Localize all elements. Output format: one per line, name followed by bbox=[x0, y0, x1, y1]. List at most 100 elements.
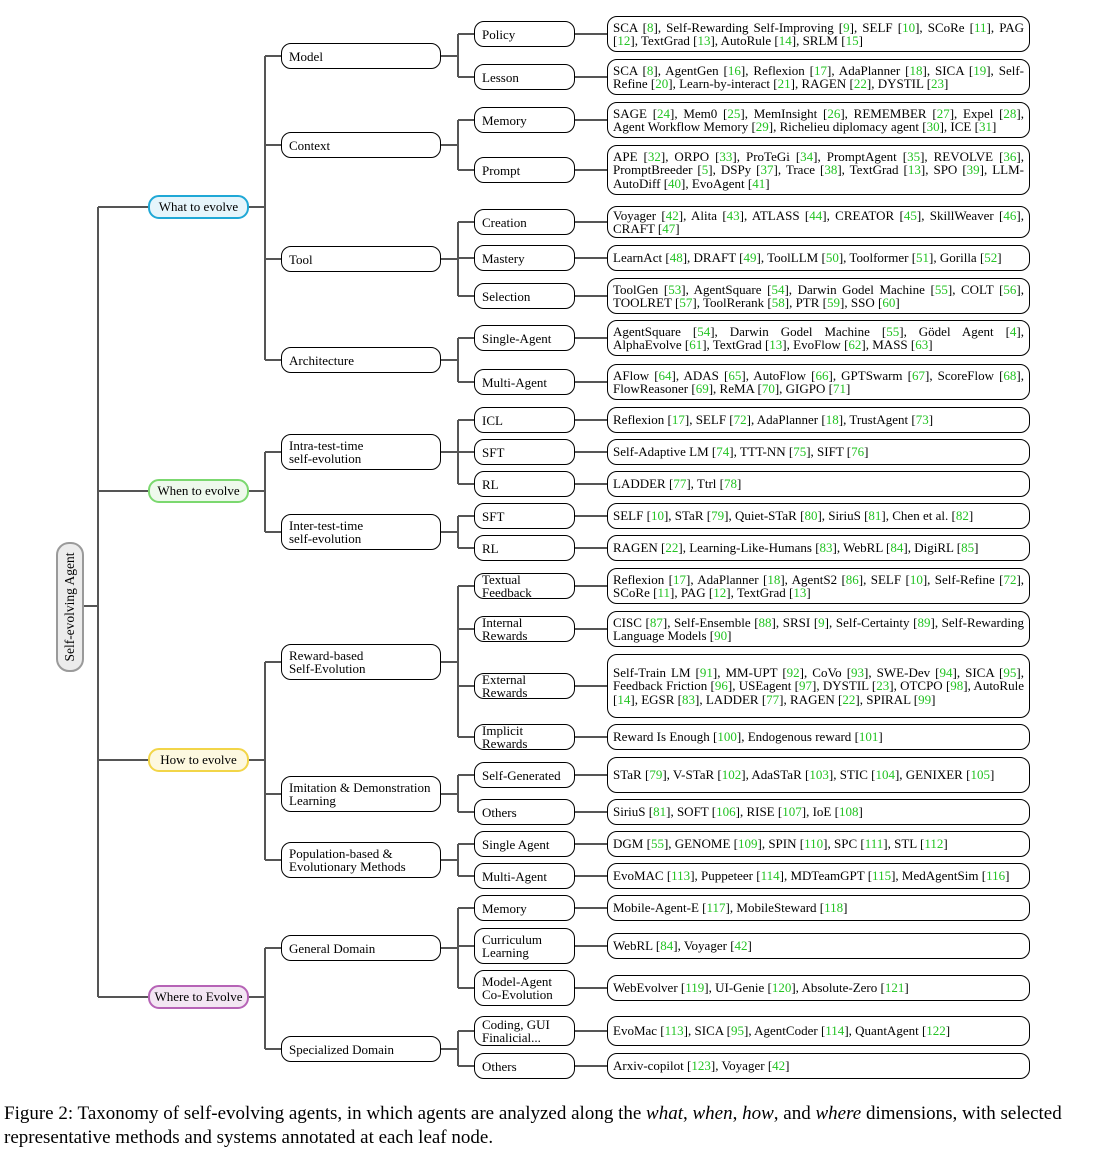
subcategory-node: Memory bbox=[474, 107, 575, 133]
leaf-node: Arxiv-copilot [123], Voyager [42] bbox=[607, 1053, 1030, 1079]
subcategory-label: Single Agent bbox=[482, 836, 550, 852]
category-node: Intra-test-time self-evolution bbox=[281, 434, 441, 470]
leaf-node: WebRL [84], Voyager [42] bbox=[607, 933, 1030, 959]
citation-number: 17 bbox=[813, 62, 827, 78]
subcategory-node: RL bbox=[474, 471, 575, 497]
dimension-label: How to evolve bbox=[160, 752, 237, 767]
citation-number: 65 bbox=[728, 367, 742, 383]
citation-number: 34 bbox=[800, 148, 814, 164]
leaf-node: EvoMAC [113], Puppeteer [114], MDTeamGPT… bbox=[607, 863, 1030, 889]
citation-number: 29 bbox=[755, 119, 769, 134]
citation-number: 79 bbox=[649, 767, 663, 783]
citation-number: 74 bbox=[716, 444, 730, 460]
leaf-text: RAGEN [22], Learning-Like-Humans [83], W… bbox=[613, 540, 979, 556]
citation-number: 14 bbox=[617, 691, 631, 707]
citation-number: 105 bbox=[970, 767, 990, 783]
citation-number: 110 bbox=[804, 836, 824, 852]
leaf-node: SiriuS [81], SOFT [106], RISE [107], IoE… bbox=[607, 799, 1030, 825]
category-label: Reward-based Self-Evolution bbox=[289, 648, 366, 676]
citation-number: 44 bbox=[809, 207, 823, 223]
subcategory-label: RL bbox=[482, 476, 499, 492]
citation-number: 5 bbox=[701, 162, 709, 178]
citation-number: 13 bbox=[697, 33, 711, 48]
subcategory-node: Coding, GUI Finalicial... bbox=[474, 1016, 575, 1046]
category-label: Tool bbox=[289, 251, 313, 267]
citation-number: 59 bbox=[827, 295, 841, 310]
leaf-node: APE [32], ORPO [33], ProTeGi [34], Promp… bbox=[607, 145, 1030, 195]
subcategory-node: SFT bbox=[474, 439, 575, 465]
leaf-node: AgentSquare [54], Darwin Godel Machine [… bbox=[607, 320, 1030, 356]
citation-number: 79 bbox=[711, 508, 725, 524]
leaf-text: LADDER [77], Ttrl [78] bbox=[613, 476, 742, 492]
subcategory-node: Single-Agent bbox=[474, 325, 575, 351]
citation-number: 111 bbox=[864, 836, 884, 852]
subcategory-node: Textual Feedback bbox=[474, 573, 575, 599]
citation-number: 22 bbox=[665, 540, 679, 556]
caption-sep-3: , and bbox=[773, 1103, 816, 1124]
category-node: Imitation & Demonstration Learning bbox=[281, 776, 441, 812]
citation-number: 42 bbox=[665, 207, 679, 223]
citation-number: 18 bbox=[825, 412, 839, 428]
citation-number: 33 bbox=[719, 148, 733, 164]
leaf-text: AgentSquare [54], Darwin Godel Machine [… bbox=[613, 323, 1024, 352]
citation-number: 32 bbox=[647, 148, 661, 164]
leaf-node: Reward Is Enough [100], Endogenous rewar… bbox=[607, 724, 1030, 750]
citation-number: 120 bbox=[771, 980, 792, 996]
citation-number: 48 bbox=[669, 250, 683, 266]
citation-number: 30 bbox=[926, 119, 940, 134]
citation-number: 51 bbox=[916, 250, 930, 266]
citation-number: 73 bbox=[915, 412, 929, 428]
leaf-node: SCA [8], AgentGen [16], Reflexion [17], … bbox=[607, 59, 1030, 95]
citation-number: 39 bbox=[966, 162, 980, 178]
citation-number: 102 bbox=[721, 767, 742, 783]
dimension-node-how: How to evolve bbox=[148, 748, 249, 772]
citation-number: 40 bbox=[668, 175, 682, 191]
subcategory-label: Memory bbox=[482, 900, 527, 916]
citation-number: 37 bbox=[760, 162, 774, 178]
citation-number: 11 bbox=[657, 585, 670, 600]
citation-number: 70 bbox=[761, 381, 775, 396]
citation-number: 55 bbox=[934, 281, 948, 297]
category-label: Imitation & Demonstration Learning bbox=[289, 780, 431, 808]
leaf-node: Mobile-Agent-E [117], MobileSteward [118… bbox=[607, 895, 1030, 921]
subcategory-label: Selection bbox=[482, 288, 531, 304]
citation-number: 85 bbox=[961, 540, 975, 556]
leaf-text: Reward Is Enough [100], Endogenous rewar… bbox=[613, 729, 883, 745]
leaf-text: SiriuS [81], SOFT [106], RISE [107], IoE… bbox=[613, 804, 863, 820]
citation-number: 117 bbox=[706, 900, 726, 916]
citation-number: 4 bbox=[1009, 323, 1017, 339]
leaf-node: SELF [10], STaR [79], Quiet-STaR [80], S… bbox=[607, 503, 1030, 529]
subcategory-node: Internal Rewards bbox=[474, 616, 575, 642]
subcategory-node: Multi-Agent bbox=[474, 863, 575, 889]
citation-number: 18 bbox=[909, 62, 923, 78]
citation-number: 119 bbox=[685, 980, 705, 996]
leaf-text: APE [32], ORPO [33], ProTeGi [34], Promp… bbox=[613, 148, 1025, 191]
subcategory-node: Others bbox=[474, 799, 575, 825]
leaf-text: STaR [79], V-STaR [102], AdaSTaR [103], … bbox=[613, 767, 995, 783]
citation-number: 14 bbox=[778, 33, 792, 48]
citation-number: 86 bbox=[845, 571, 859, 587]
citation-number: 49 bbox=[743, 250, 757, 266]
citation-number: 66 bbox=[815, 367, 829, 383]
subcategory-node: Prompt bbox=[474, 157, 575, 183]
citation-number: 9 bbox=[843, 19, 850, 35]
caption-what: what bbox=[646, 1103, 683, 1124]
leaf-text: EvoMAC [113], Puppeteer [114], MDTeamGPT… bbox=[613, 868, 1010, 884]
subcategory-label: Others bbox=[482, 1058, 517, 1074]
subcategory-label: Prompt bbox=[482, 162, 521, 178]
subcategory-node: Policy bbox=[474, 21, 575, 47]
citation-number: 83 bbox=[819, 540, 833, 556]
leaf-node: SAGE [24], Mem0 [25], MemInsight [26], R… bbox=[607, 102, 1030, 138]
subcategory-label: Creation bbox=[482, 214, 527, 230]
citation-number: 42 bbox=[734, 938, 748, 954]
caption-sep-2: , bbox=[732, 1103, 743, 1124]
citation-number: 23 bbox=[876, 678, 890, 694]
category-node: Reward-based Self-Evolution bbox=[281, 644, 441, 680]
dimension-node-when: When to evolve bbox=[148, 479, 249, 503]
citation-number: 54 bbox=[697, 323, 711, 339]
leaf-node: RAGEN [22], Learning-Like-Humans [83], W… bbox=[607, 535, 1030, 561]
citation-number: 19 bbox=[973, 62, 987, 78]
leaf-text: SAGE [24], Mem0 [25], MemInsight [26], R… bbox=[613, 105, 1024, 134]
taxonomy-tree: Self-evolving Agent SCA [8], Self-Reward… bbox=[56, 16, 1030, 1079]
subcategory-node: Multi-Agent bbox=[474, 369, 575, 395]
